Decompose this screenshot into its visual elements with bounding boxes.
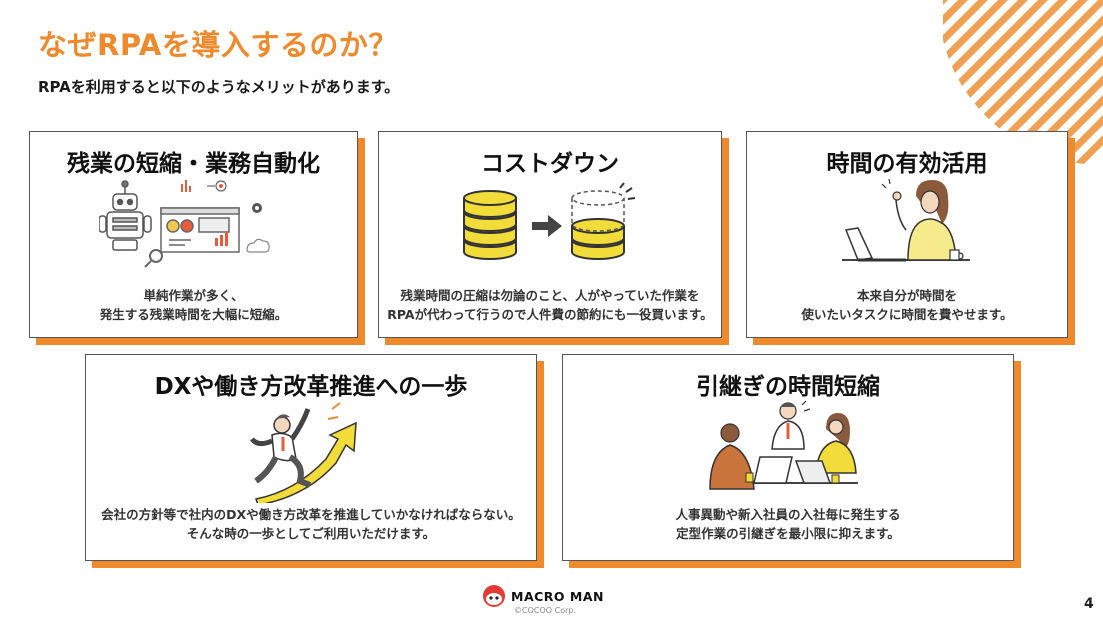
brand-logo: MACRO MAN [481, 584, 604, 608]
card-description: 残業時間の圧縮は勿論のこと、人がやっていた作業を RPAが代わって行うので人件費… [387, 288, 713, 322]
robot-automation-icon [30, 178, 357, 270]
card-title: 引継ぎの時間短縮 [696, 374, 880, 400]
logo-text: MACRO MAN [511, 588, 604, 604]
card-time-utilization: 時間の有効活用 本来自分が時間を 使いたいタ [746, 131, 1068, 338]
card-handover: 引継ぎの時間短縮 [562, 354, 1014, 561]
page-subtitle: RPAを利用すると以下のようなメリットがあります。 [38, 78, 400, 96]
man-jumping-arrow-icon [86, 399, 536, 503]
card-title: コストダウン [481, 151, 619, 177]
card-title: 時間の有効活用 [826, 151, 988, 177]
copyright: ©COCOO Corp. [514, 606, 576, 615]
card-title: DXや働き方改革推進への一歩 [154, 374, 468, 400]
card-description: 単純作業が多く、 発生する残業時間を大幅に短縮。 [99, 288, 288, 322]
coin-stack-reduction-icon [379, 182, 721, 262]
card-title: 残業の短縮・業務自動化 [67, 151, 320, 177]
page-title: なぜRPAを導入するのか？ [38, 28, 398, 62]
macro-man-mascot-icon [483, 585, 505, 607]
team-meeting-icon [563, 399, 1013, 495]
page-number: 4 [1084, 596, 1094, 612]
card-description: 本来自分が時間を 使いたいタスクに時間を費やせます。 [801, 288, 1013, 322]
card-description: 人事異動や新入社員の入社毎に発生する 定型作業の引継ぎを最小限に抑えます。 [675, 507, 901, 541]
card-description: 会社の方針等で社内のDXや働き方改革を推進していかなければならない。 そんな時の… [101, 507, 521, 541]
card-cost-down: コストダウン [378, 131, 722, 338]
card-overtime-reduction: 残業の短縮・業務自動化 [29, 131, 358, 338]
card-dx-step: DXや働き方改革推進への一歩 会社の方針等で社内のDXや働き方改革を推進していか… [85, 354, 537, 561]
woman-laptop-icon [747, 178, 1067, 270]
